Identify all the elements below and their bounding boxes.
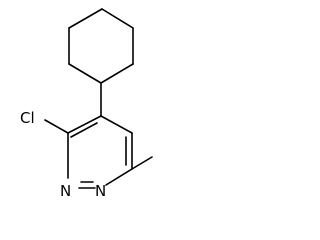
bond-c6-n1 bbox=[105, 168, 133, 186]
bond-c4-c3-inner bbox=[70, 122, 98, 138]
bond-cy1-cy2 bbox=[68, 8, 103, 29]
cyclohexane-ring bbox=[68, 8, 134, 84]
pyridazine-ring bbox=[67, 115, 133, 189]
bond-c4-c5 bbox=[100, 115, 133, 134]
bond-cy5-cy6 bbox=[68, 63, 102, 84]
nitrogen-atom-label-2: N bbox=[60, 182, 71, 200]
nitrogen-atom-label-1: N bbox=[95, 182, 106, 200]
bond-cy2-cy3 bbox=[101, 8, 134, 29]
bond-cy4-cy5 bbox=[100, 63, 134, 84]
molecule-structure: Cl N N bbox=[20, 8, 153, 200]
bond-c4-c3 bbox=[67, 115, 102, 134]
bond-c3-cl bbox=[44, 119, 69, 134]
bond-c6-methyl bbox=[131, 156, 153, 170]
chlorine-atom-label: Cl bbox=[20, 109, 35, 127]
